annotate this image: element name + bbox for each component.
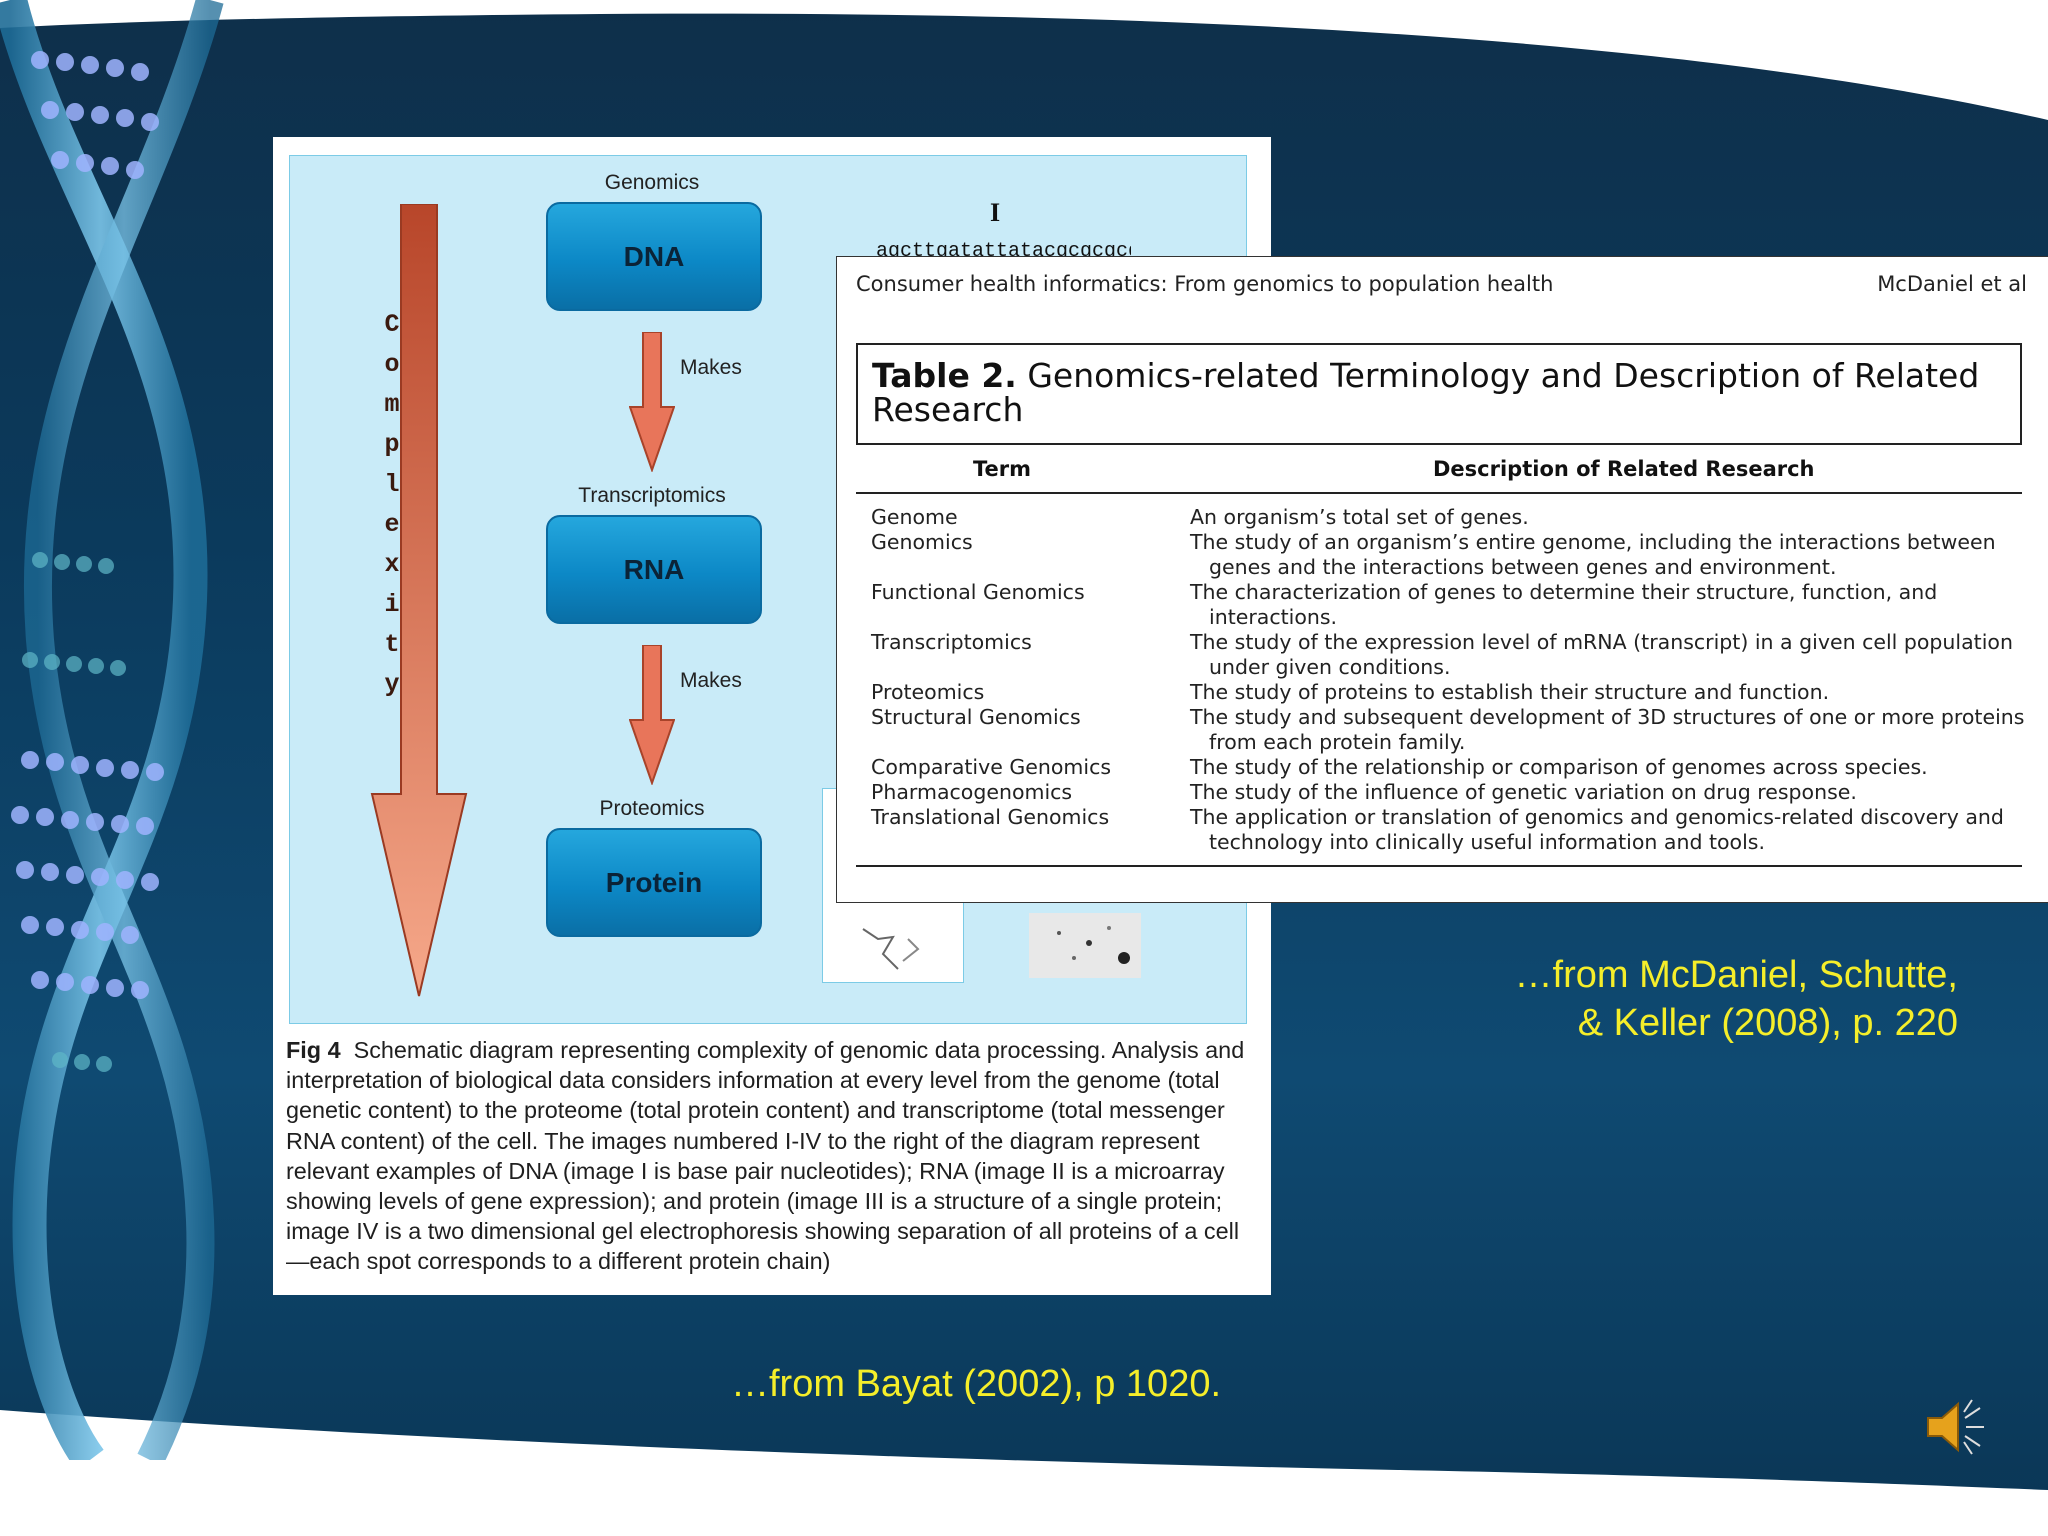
rna-box: RNA [546,515,762,624]
table-row-term: Proteomics [871,680,984,704]
column-header-term: Term [973,457,1031,481]
table-title: Table 2. Genomics-related Terminology an… [872,359,2002,427]
dna-helix-decoration [0,0,240,1460]
table-row-term: Comparative Genomics [871,755,1111,779]
table-row-description: The study of the expression level of mRN… [1190,630,2027,680]
table-row-term: Transcriptomics [871,630,1032,654]
table-row-description: The characterization of genes to determi… [1190,580,2027,630]
table-bottom-rule [856,865,2022,867]
table-title-box: Table 2. Genomics-related Terminology an… [856,343,2022,445]
speaker-icon[interactable] [1922,1396,1990,1458]
complexity-letter: l [382,470,402,499]
mcdaniel-credit-line-1: …from McDaniel, Schutte, [1400,951,1958,999]
transcriptomics-label: Transcriptomics [526,484,778,508]
makes-label-1: Makes [680,356,742,380]
makes-label-2: Makes [680,669,742,693]
table-2-panel: Consumer health informatics: From genomi… [836,256,2048,903]
running-header-left: Consumer health informatics: From genomi… [856,272,1553,296]
table-row-term: Structural Genomics [871,705,1081,729]
complexity-letter: x [382,550,402,579]
table-row-description: An organism’s total set of genes. [1190,505,2027,530]
bayat-credit: …from Bayat (2002), p 1020. [700,1363,1252,1406]
mcdaniel-credit: …from McDaniel, Schutte, & Keller (2008)… [1400,951,1958,1047]
table-title-text: Genomics-related Terminology and Descrip… [872,356,1979,429]
top-white-wave [0,0,2048,140]
makes-arrow-1 [629,332,675,472]
genomics-label: Genomics [546,171,758,195]
caption-label: Fig 4 [286,1037,341,1063]
table-row-description: The study of proteins to establish their… [1190,680,2027,705]
gel-spots [1029,913,1141,978]
table-row-description: The study of the influence of genetic va… [1190,780,2027,805]
dna-box: DNA [546,202,762,311]
mcdaniel-credit-line-2: & Keller (2008), p. 220 [1400,999,1958,1047]
complexity-letter: e [382,510,402,539]
table-row-term: Genomics [871,530,973,554]
caption-text: Schematic diagram representing complexit… [286,1037,1244,1274]
image-i-marker: I [990,198,1000,228]
complexity-letter: y [382,670,402,699]
complexity-letter: i [382,590,402,619]
complexity-letter: o [382,350,402,379]
protein-box: Protein [546,828,762,937]
table-row-term: Translational Genomics [871,805,1109,829]
proteomics-label: Proteomics [546,797,758,821]
header-rule [856,492,2022,494]
complexity-letter: p [382,430,402,459]
table-row-term: Pharmacogenomics [871,780,1072,804]
complexity-letter: t [382,630,402,659]
figure-4-caption: Fig 4 Schematic diagram representing com… [286,1035,1261,1277]
makes-arrow-2 [629,645,675,785]
table-row-description: The study and subsequent development of … [1190,705,2027,755]
running-header-right: McDaniel et al [1877,272,2027,296]
table-row-term: Genome [871,505,958,529]
complexity-letter: C [382,310,402,339]
complexity-letter: m [382,390,402,419]
column-header-description: Description of Related Research [1433,457,1815,481]
dna-sequence: agcttgatattatacgcgcgcga [876,240,1131,256]
table-row-description: The application or translation of genomi… [1190,805,2027,855]
table-row-description: The study of the relationship or compari… [1190,755,2027,780]
table-row-term: Functional Genomics [871,580,1085,604]
gel-electrophoresis-image [1029,913,1141,978]
table-row-description: The study of an organism’s entire genome… [1190,530,2027,580]
